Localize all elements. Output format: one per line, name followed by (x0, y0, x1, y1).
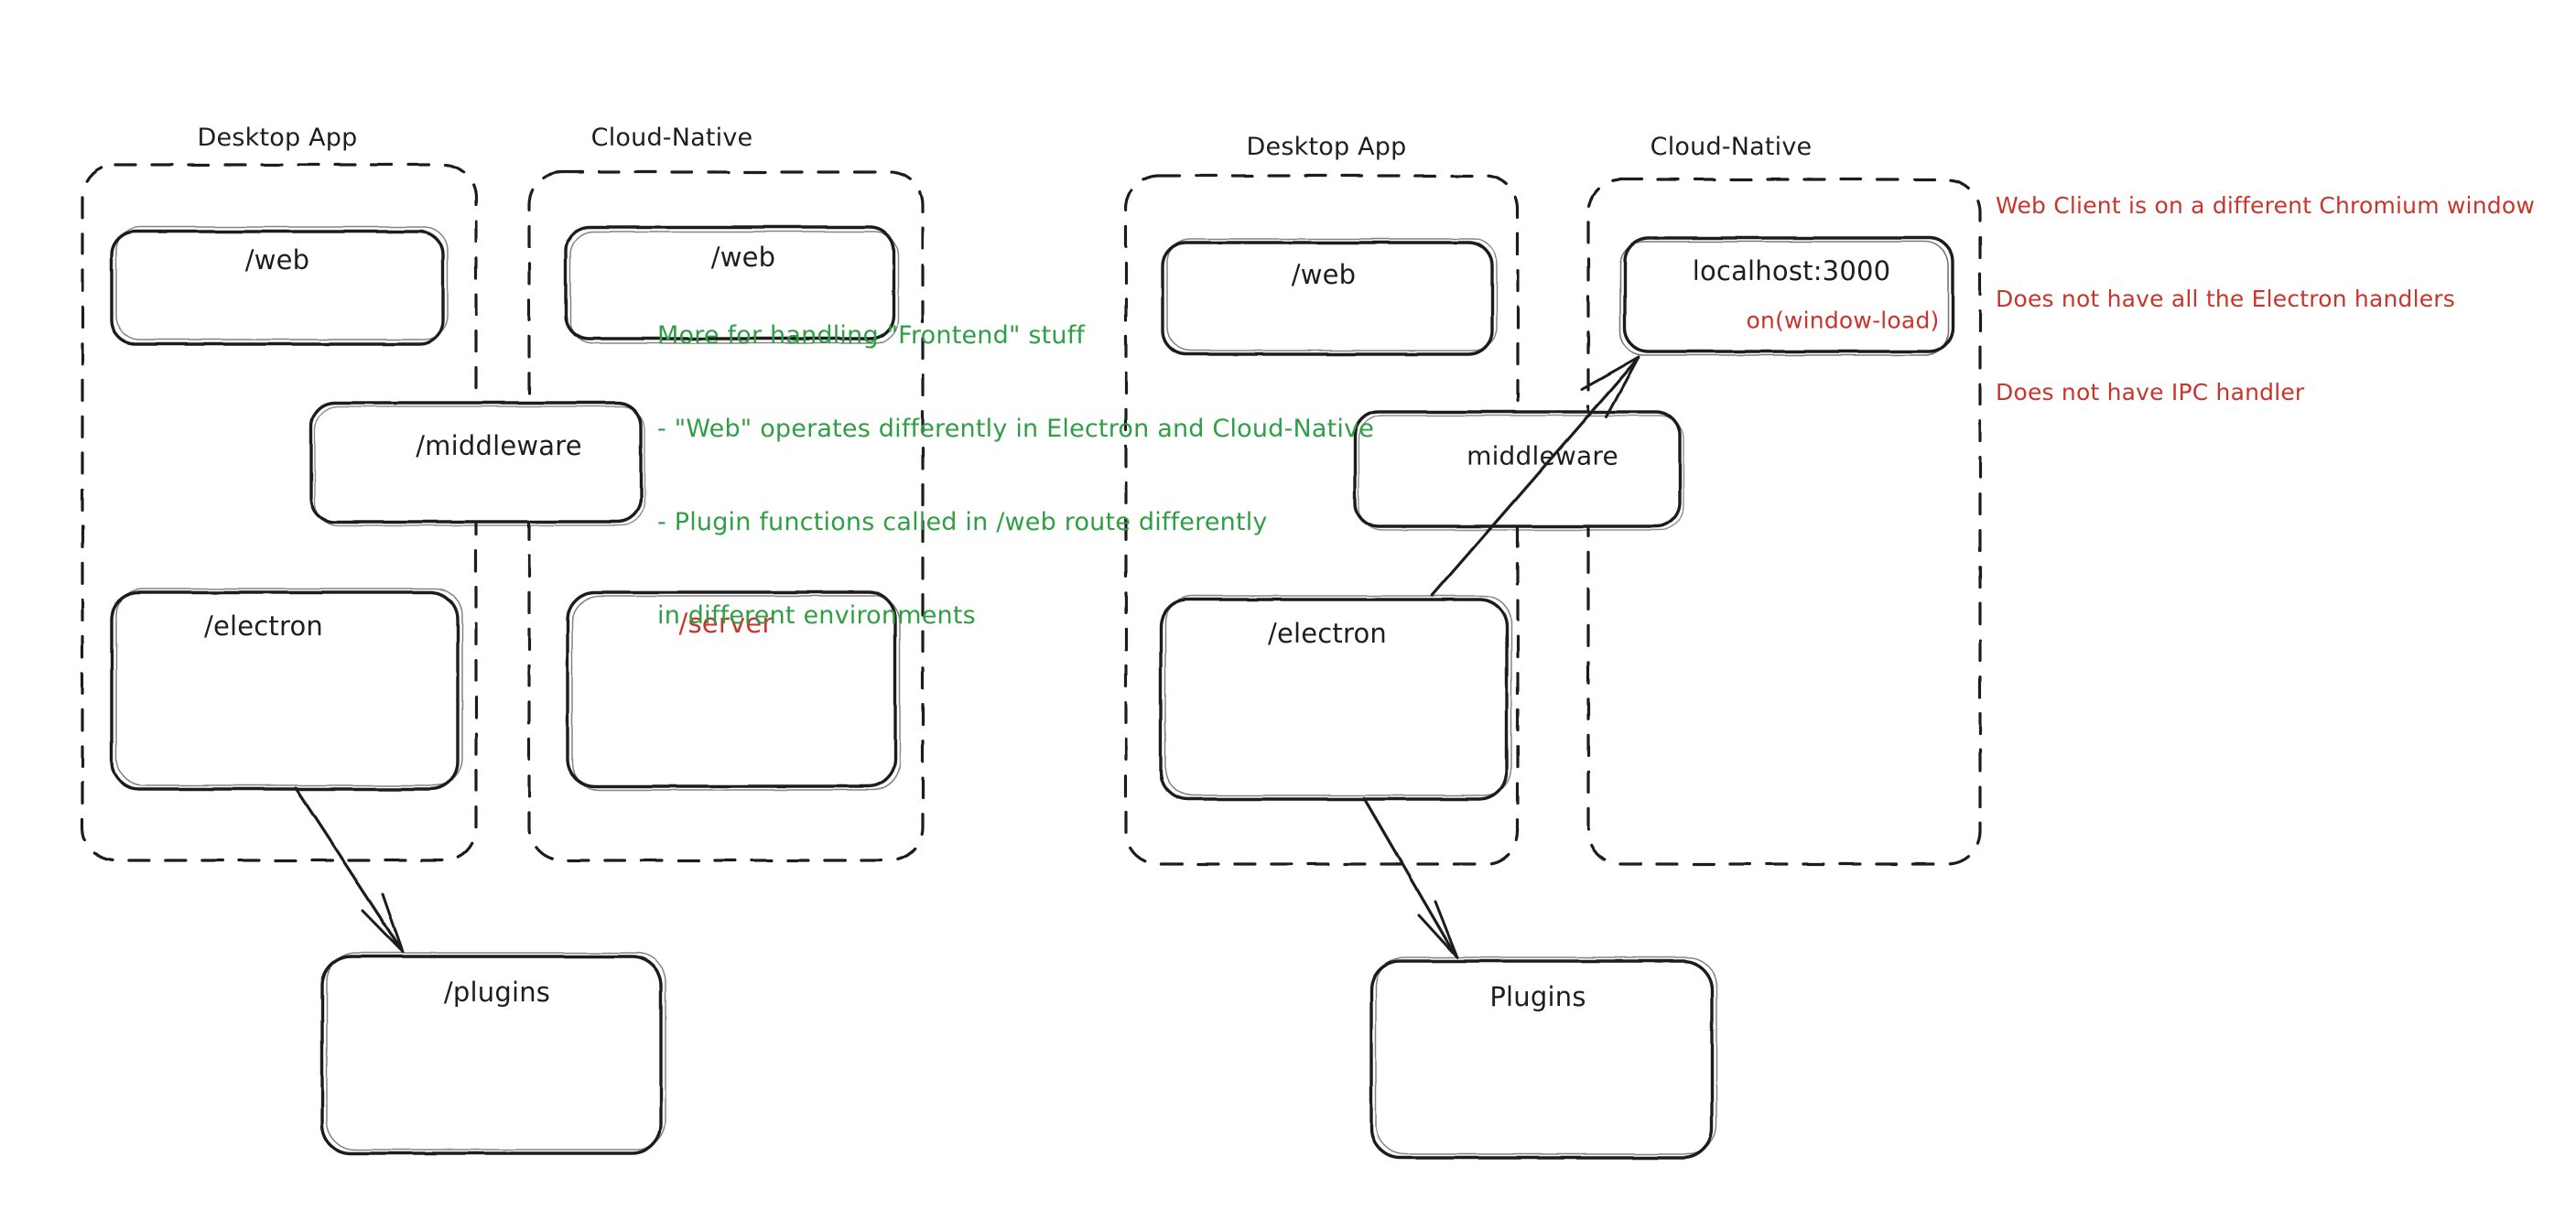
edge-right-electron-to-localhost (1431, 355, 1640, 597)
annotation-right-line-3: Does not have IPC handler (1996, 379, 2305, 405)
group-title-right-desktop-app: Desktop App (1246, 133, 1407, 162)
node-right-plugins[interactable] (1369, 956, 1717, 1160)
group-title-left-desktop-app: Desktop App (197, 124, 358, 153)
annotation-right-line-2: Does not have all the Electron handlers (1996, 286, 2456, 312)
node-right-middleware[interactable] (1353, 410, 1684, 531)
group-left-cloud-native (527, 170, 925, 862)
annotation-left-green-note: More for handling "Frontend" stuff - "We… (657, 258, 1374, 663)
annotation-left-line-3: - Plugin functions called in /web route … (657, 508, 1268, 536)
node-label-right-localhost: localhost:3000 (1692, 254, 1891, 286)
node-label-right-electron: /electron (1267, 617, 1388, 649)
annotation-right-red-note: Web Client is on a different Chromium wi… (1996, 128, 2535, 439)
annotation-left-line-1: More for handling "Frontend" stuff (657, 321, 1086, 350)
node-label-right-desktop-web: /web (1291, 258, 1357, 290)
node-label-left-cloud-web: /web (710, 241, 776, 273)
node-left-server[interactable] (566, 590, 901, 791)
node-label-left-desktop-web: /web (244, 243, 310, 276)
edge-right-electron-to-plugins (1362, 796, 1459, 959)
node-left-desktop-web[interactable] (110, 226, 449, 346)
node-right-localhost[interactable] (1619, 236, 1954, 356)
node-left-middleware[interactable] (309, 401, 645, 526)
node-label-left-middleware: /middleware (416, 429, 582, 461)
annotation-right-line-1: Web Client is on a different Chromium wi… (1996, 192, 2535, 219)
node-left-plugins[interactable] (320, 952, 666, 1155)
node-right-desktop-web[interactable] (1161, 238, 1498, 356)
node-sublabel-right-localhost: on(window-load) (1746, 307, 1940, 334)
group-right-desktop-app (1124, 174, 1520, 866)
node-left-cloud-web[interactable] (564, 225, 899, 344)
node-label-left-server: /server (678, 607, 774, 639)
node-right-electron[interactable] (1159, 595, 1512, 801)
node-label-right-middleware: middleware (1467, 440, 1618, 471)
edge-left-electron-to-plugins (294, 786, 405, 954)
node-left-electron[interactable] (110, 588, 463, 791)
node-label-left-plugins: /plugins (443, 976, 551, 1008)
annotation-left-line-4: in different environments (657, 601, 976, 630)
annotation-left-line-2: - "Web" operates differently in Electron… (657, 415, 1375, 443)
node-label-left-electron: /electron (203, 610, 324, 642)
group-title-right-cloud-native: Cloud-Native (1650, 133, 1813, 162)
node-label-right-plugins: Plugins (1489, 980, 1586, 1012)
group-title-left-cloud-native: Cloud-Native (590, 124, 753, 153)
